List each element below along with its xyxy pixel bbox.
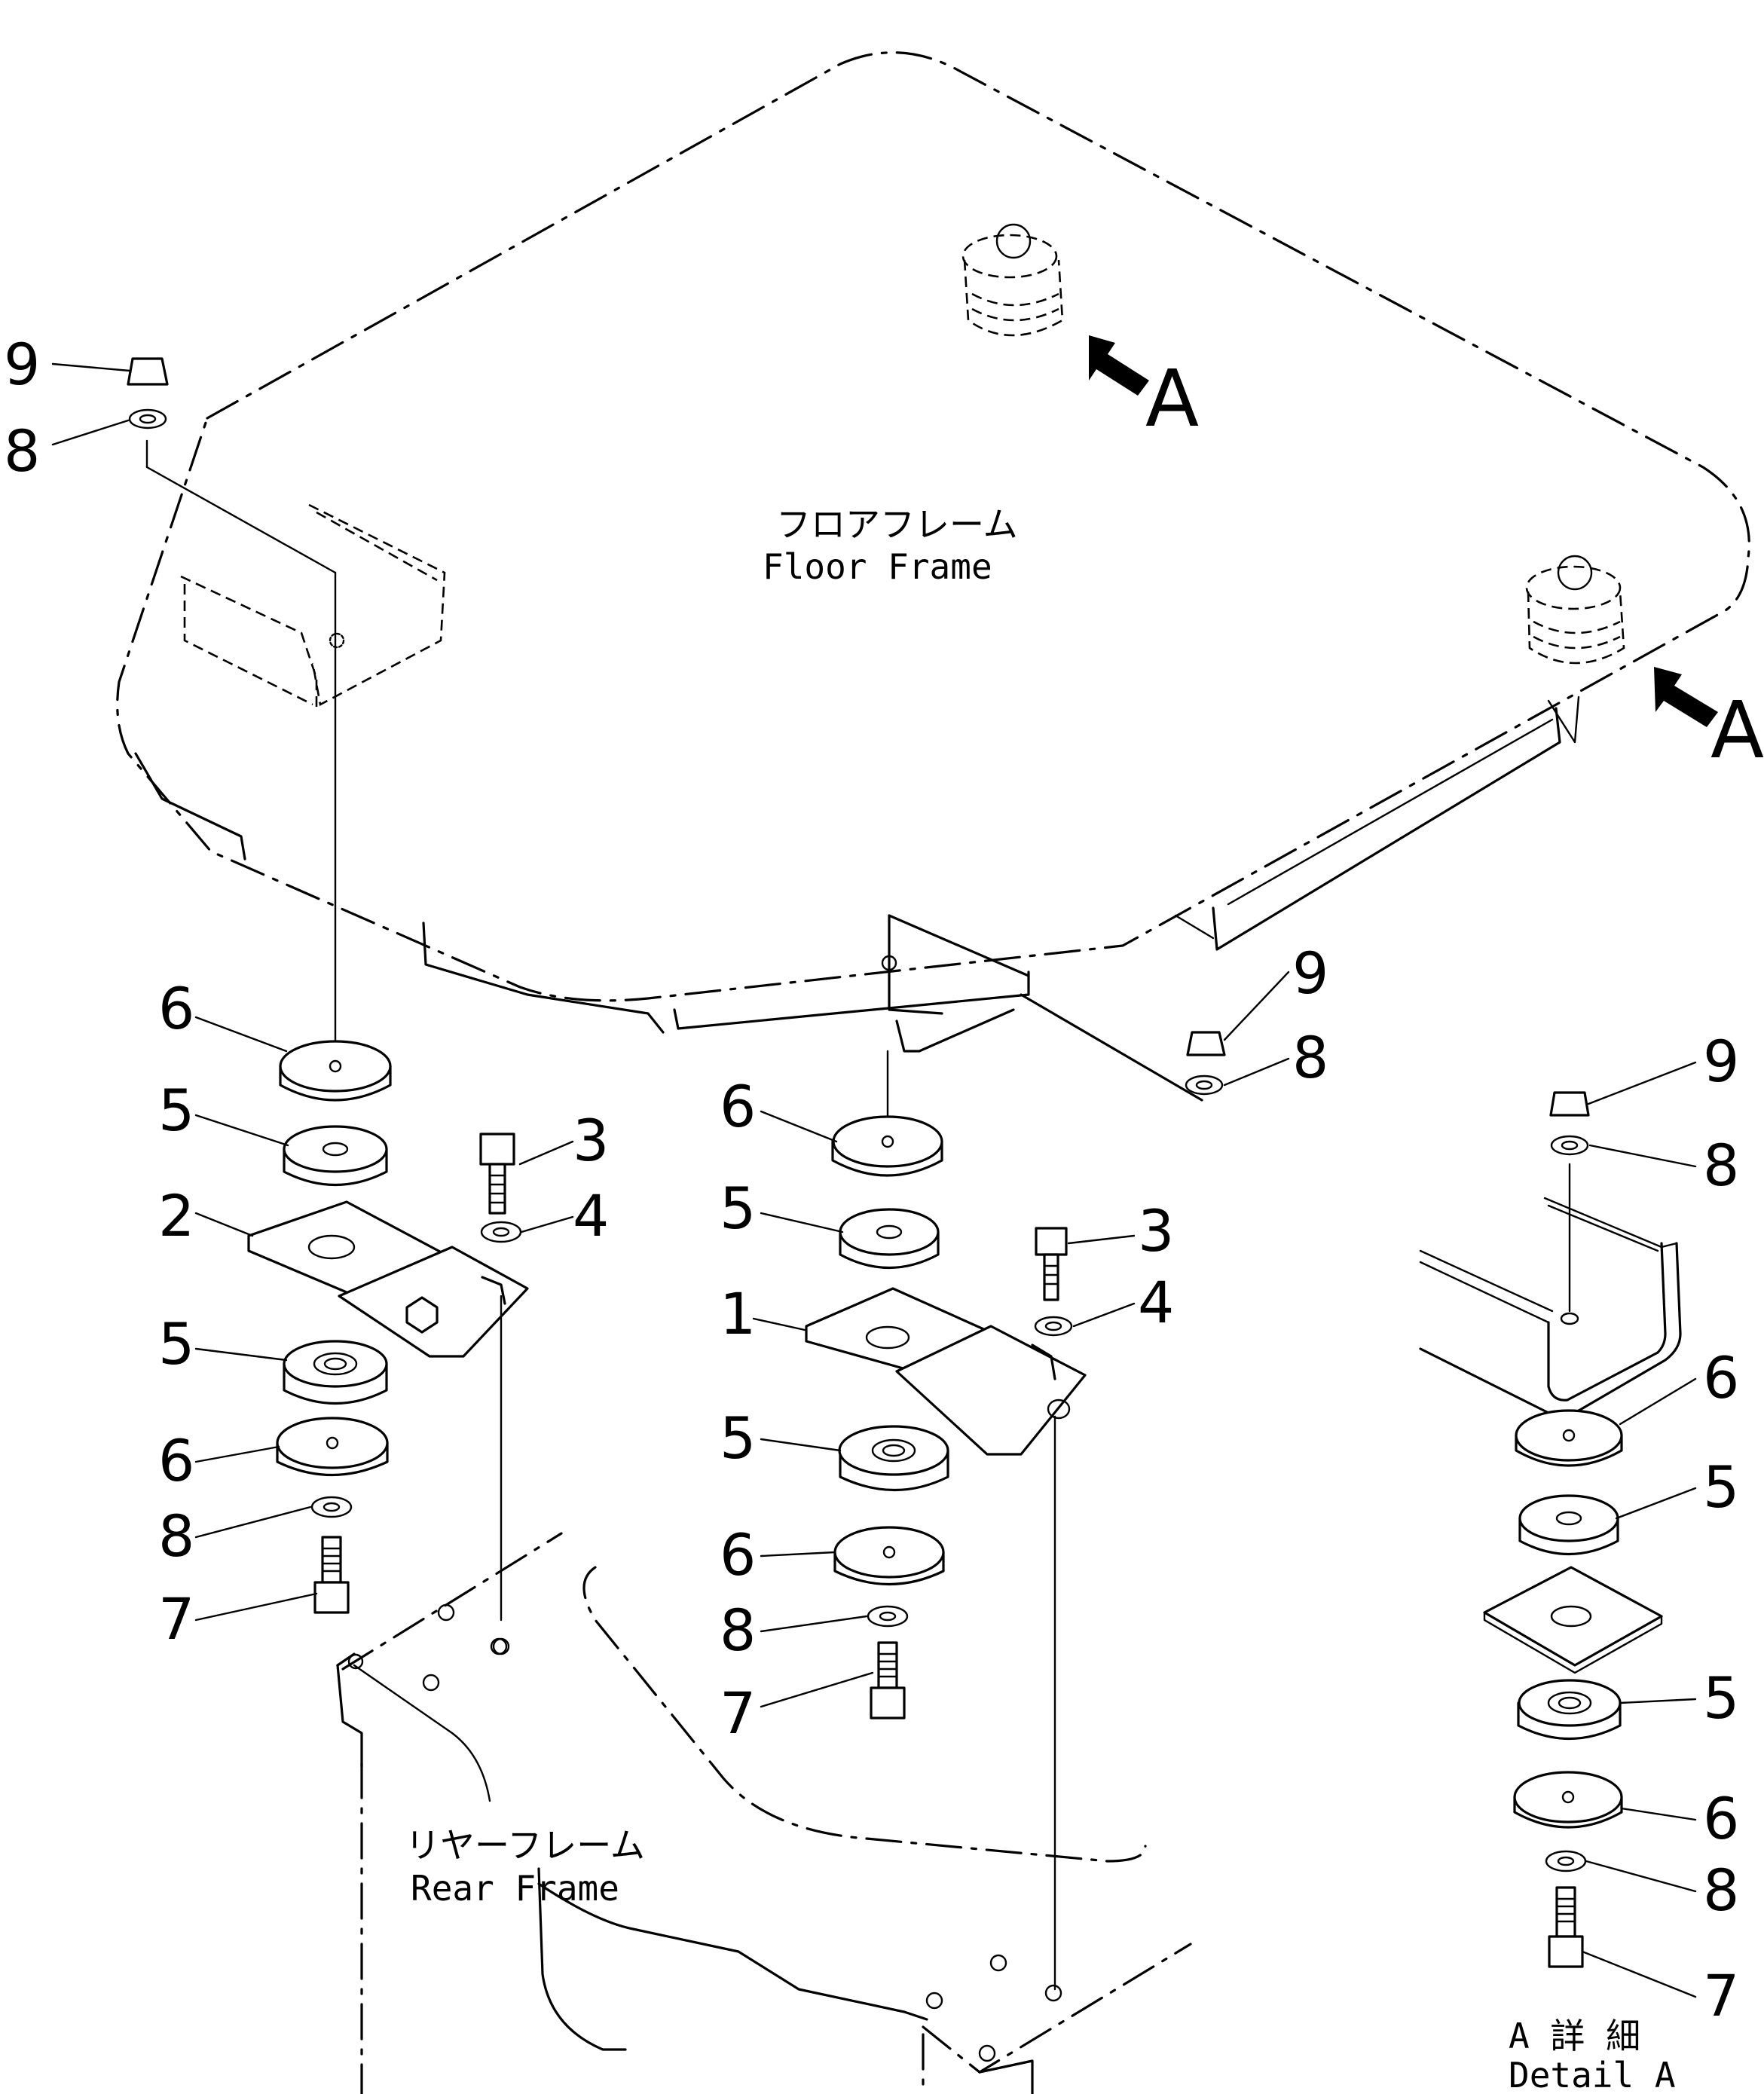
bracket-1 <box>805 1287 1087 1456</box>
view-arrow-a-top: A <box>1089 335 1199 445</box>
leader-lines <box>51 362 1697 1998</box>
callout-4-left: 4 <box>573 1182 609 1249</box>
callout-8-mid-lower: 8 <box>720 1597 756 1664</box>
bracket-2 <box>247 1200 529 1358</box>
floor-frame <box>116 51 1750 1102</box>
rubber-mount-top <box>961 223 1064 337</box>
floor-frame-label-jp: フロアフレーム <box>776 504 1018 545</box>
callout-6-detail-upper: 6 <box>1703 1344 1739 1411</box>
middle-mount-stack <box>805 1031 1226 1991</box>
callout-6-left-upper: 6 <box>158 975 194 1042</box>
callout-8-detail: 8 <box>1703 1132 1739 1199</box>
detail-label-jp: A 詳 細 <box>1509 2016 1640 2056</box>
bolt-7-det <box>1548 1886 1584 1968</box>
callout-5-left-lower: 5 <box>158 1310 194 1377</box>
callout-5-detail-lower: 5 <box>1703 1665 1739 1732</box>
washer-6-lower <box>276 1417 389 1476</box>
washer-6-det-upper <box>1515 1409 1623 1467</box>
bolt-7-left <box>313 1536 350 1614</box>
rubber-5-lower <box>283 1340 388 1405</box>
detail-plate <box>1483 1566 1663 1674</box>
rubber-5-det-upper <box>1518 1494 1619 1556</box>
washer-6-mid-lower <box>833 1526 945 1585</box>
callout-2: 2 <box>158 1182 194 1249</box>
callout-7-left: 7 <box>158 1585 194 1652</box>
callout-8-left-lower: 8 <box>158 1502 194 1570</box>
rear-frame-label-jp: リヤーフレーム <box>405 1825 645 1866</box>
callout-9-mid: 9 <box>1292 940 1328 1007</box>
view-letter-a: A <box>1710 684 1764 776</box>
view-arrow-a-right: A <box>1654 667 1764 776</box>
callout-7-detail: 7 <box>1703 1962 1739 2029</box>
callout-8-mid: 8 <box>1292 1024 1328 1091</box>
callout-5-mid-lower: 5 <box>720 1405 756 1472</box>
washer-6-upper <box>279 1040 392 1102</box>
callout-8-detail-lower: 8 <box>1703 1857 1739 1924</box>
view-letter-a: A <box>1145 353 1199 445</box>
callout-3-mid: 3 <box>1138 1197 1174 1264</box>
rubber-5-mid-lower <box>838 1425 949 1491</box>
rubber-5-mid-upper <box>839 1208 940 1270</box>
rubber-5-upper <box>283 1125 388 1186</box>
callout-5-mid-upper: 5 <box>720 1175 756 1242</box>
callout-6-mid-lower: 6 <box>720 1521 756 1588</box>
bolt-3-left <box>479 1133 522 1243</box>
rubber-5-det-lower <box>1517 1679 1622 1740</box>
callout-3-left: 3 <box>573 1107 609 1174</box>
rear-frame-label-en: Rear Frame <box>411 1868 619 1909</box>
detail-label-en: Detail A <box>1509 2055 1676 2094</box>
callout-4-mid: 4 <box>1138 1269 1174 1336</box>
callout-5-left-upper: 5 <box>158 1077 194 1144</box>
callout-7-mid: 7 <box>720 1680 756 1747</box>
washer-6-det-lower <box>1513 1771 1623 1829</box>
left-mount-stack <box>127 357 529 1655</box>
bolt-7-mid <box>870 1641 906 1720</box>
floor-frame-label-en: Floor Frame <box>763 546 992 587</box>
callout-6-mid-upper: 6 <box>720 1073 756 1140</box>
callout-5-detail-upper: 5 <box>1703 1454 1739 1521</box>
callout-numbers: 9 8 6 5 2 3 4 5 6 8 7 9 8 6 5 1 3 4 5 6 … <box>4 331 1739 2029</box>
callout-6-left-lower: 6 <box>158 1427 194 1494</box>
callout-1: 1 <box>720 1280 756 1347</box>
callout-9-left: 9 <box>4 331 40 398</box>
callout-6-detail-lower: 6 <box>1703 1785 1739 1852</box>
callout-8-left: 8 <box>4 417 40 485</box>
rubber-mount-right <box>1525 555 1625 665</box>
detail-a-stack <box>1419 1091 1682 1968</box>
callout-9-detail: 9 <box>1703 1028 1739 1095</box>
rear-frame <box>336 1532 1192 2094</box>
detail-bracket <box>1419 1197 1682 1418</box>
bolt-3-mid <box>1034 1227 1073 1337</box>
washer-6-mid-upper <box>831 1115 943 1177</box>
